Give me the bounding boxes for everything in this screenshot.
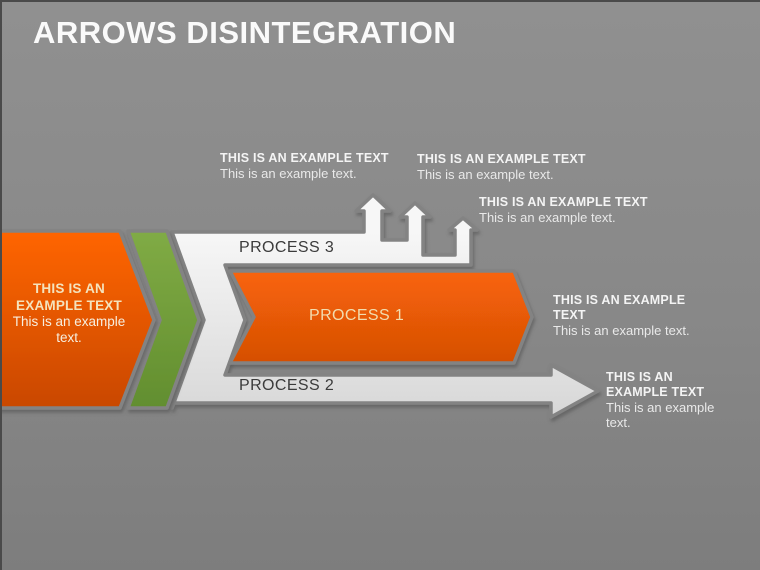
start-chevron-shape [2,229,156,410]
callout-top-middle: THIS IS AN EXAMPLE TEXT This is an examp… [417,152,586,182]
process-3-label: PROCESS 3 [239,239,335,256]
process-1-arrow-shape [228,269,534,365]
start-chevron-title: THIS IS AN EXAMPLE TEXT [16,281,122,313]
callout-body: This is an example text. [479,210,616,225]
start-chevron-body: This is an example text. [12,314,126,345]
slide-title: ARROWS DISINTEGRATION [33,15,457,50]
callout-bottom-right: THIS IS AN EXAMPLE TEXT This is an examp… [606,370,719,430]
callout-title: THIS IS AN EXAMPLE TEXT [417,152,586,166]
callout-top-right: THIS IS AN EXAMPLE TEXT This is an examp… [479,195,648,225]
callout-body: This is an example text. [417,167,554,182]
callout-title: THIS IS AN EXAMPLE TEXT [606,370,705,399]
callout-middle-right: THIS IS AN EXAMPLE TEXT This is an examp… [553,293,703,338]
green-chevron-shape [126,229,201,410]
callout-title: THIS IS AN EXAMPLE TEXT [553,293,686,322]
callout-body: This is an example text. [220,166,357,181]
callout-body: This is an example text. [553,323,690,338]
process-band-with-up-arrows-shape [170,193,600,419]
process-1-label: PROCESS 1 [309,307,405,324]
start-chevron-callout: THIS IS AN EXAMPLE TEXT This is an examp… [10,281,128,345]
process-2-label: PROCESS 2 [239,377,335,394]
callout-title: THIS IS AN EXAMPLE TEXT [479,195,648,209]
callout-top-left: THIS IS AN EXAMPLE TEXT This is an examp… [220,151,389,181]
callout-title: THIS IS AN EXAMPLE TEXT [220,151,389,165]
callout-body: This is an example text. [606,400,715,430]
